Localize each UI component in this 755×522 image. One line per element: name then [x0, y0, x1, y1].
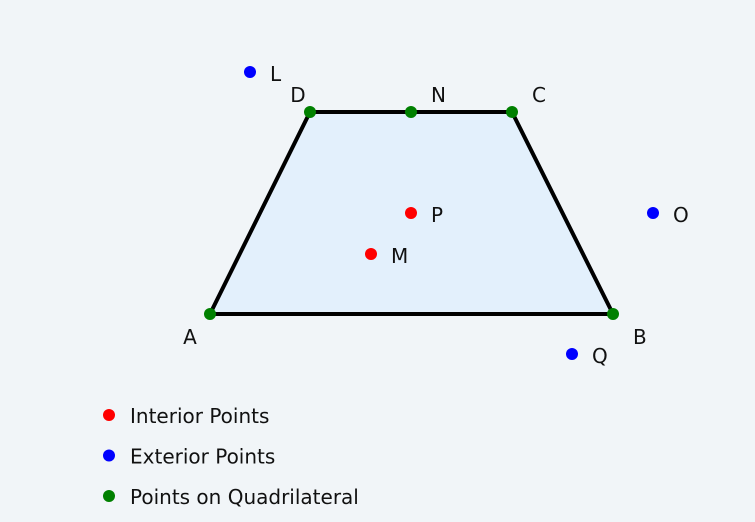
point-marker [204, 308, 216, 320]
point-marker [506, 106, 518, 118]
point-label: N [431, 83, 446, 107]
point-marker [304, 106, 316, 118]
point-n: N [405, 83, 446, 118]
legend-marker [103, 449, 115, 462]
point-marker [566, 348, 578, 360]
point-p: P [405, 203, 443, 227]
legend-item-exterior: Exterior Points [103, 445, 275, 469]
point-m: M [365, 244, 408, 268]
point-c: C [506, 83, 546, 118]
point-label: P [431, 203, 443, 227]
legend-label: Exterior Points [130, 445, 275, 469]
point-marker [365, 248, 377, 260]
point-label: O [673, 203, 689, 227]
point-marker [607, 308, 619, 320]
legend-marker [103, 409, 115, 421]
legend-item-on-quadrilateral: Points on Quadrilateral [103, 485, 359, 509]
point-label: L [270, 62, 282, 86]
point-marker [405, 207, 417, 219]
point-label: D [290, 83, 305, 107]
point-label: Q [592, 344, 608, 368]
point-marker [405, 106, 417, 118]
legend-label: Points on Quadrilateral [130, 485, 359, 509]
point-l: L [244, 62, 282, 86]
point-o: O [647, 203, 689, 227]
legend-marker [103, 490, 115, 502]
point-a: A [183, 308, 216, 349]
point-label: B [633, 325, 647, 349]
legend-item-interior: Interior Points [103, 404, 269, 428]
legend-label: Interior Points [130, 404, 269, 428]
point-label: M [391, 244, 408, 268]
point-marker [647, 207, 659, 219]
point-d: D [290, 83, 316, 118]
point-q: Q [566, 344, 608, 368]
point-label: A [183, 325, 197, 349]
point-b: B [607, 308, 647, 349]
point-marker [244, 66, 256, 78]
point-label: C [532, 83, 546, 107]
